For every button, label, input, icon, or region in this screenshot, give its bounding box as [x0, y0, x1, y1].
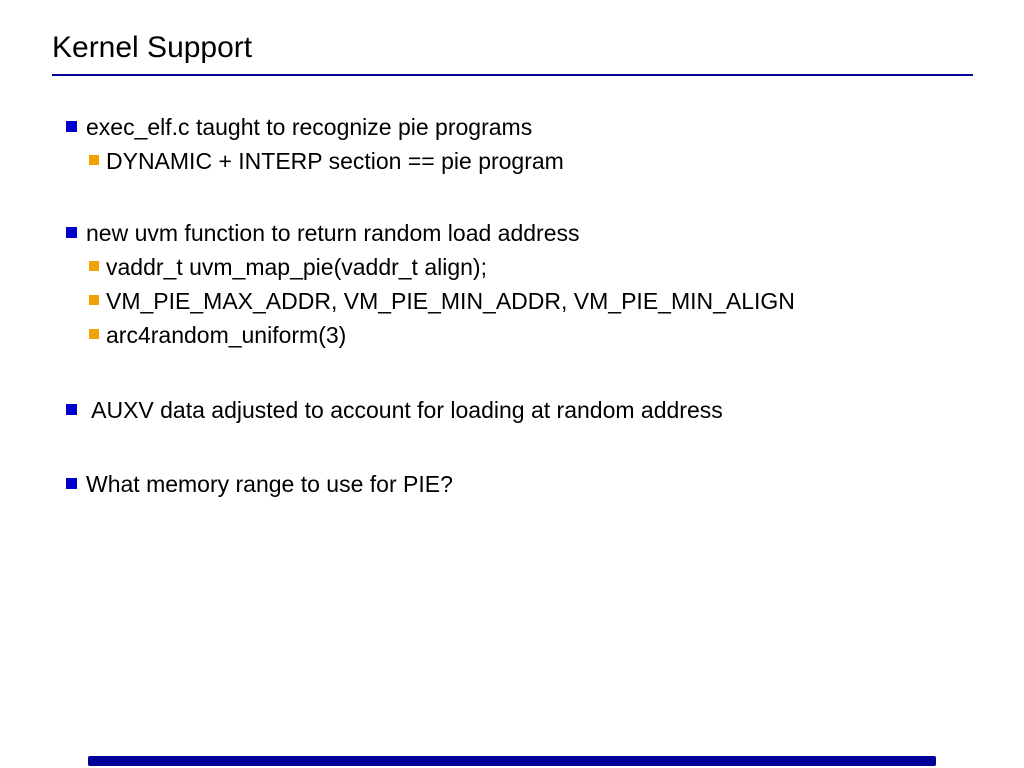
square-subbullet-icon [89, 261, 99, 271]
bullet-group: AUXV data adjusted to account for loadin… [0, 393, 1024, 427]
bullet-group: exec_elf.c taught to recognize pie progr… [0, 110, 1024, 178]
bullet-text: arc4random_uniform(3) [106, 322, 347, 348]
bullet-item: exec_elf.c taught to recognize pie progr… [0, 110, 1024, 144]
bullet-text: What memory range to use for PIE? [86, 471, 453, 497]
title-underline [52, 74, 973, 76]
bullet-text: exec_elf.c taught to recognize pie progr… [86, 114, 533, 140]
slide-title: Kernel Support [52, 31, 253, 64]
square-subbullet-icon [89, 329, 99, 339]
square-subbullet-icon [89, 295, 99, 305]
bullet-item: AUXV data adjusted to account for loadin… [0, 393, 1024, 427]
bullet-item: arc4random_uniform(3) [0, 318, 1024, 352]
bullet-item: vaddr_t uvm_map_pie(vaddr_t align); [0, 250, 1024, 284]
bullet-text: new uvm function to return random load a… [86, 220, 580, 246]
bullet-text: AUXV data adjusted to account for loadin… [86, 397, 723, 423]
square-subbullet-icon [89, 155, 99, 165]
footer-bar [88, 756, 936, 766]
bullet-group: new uvm function to return random load a… [0, 216, 1024, 352]
square-bullet-icon [66, 403, 77, 415]
square-bullet-icon [66, 226, 77, 238]
bullet-item: VM_PIE_MAX_ADDR, VM_PIE_MIN_ADDR, VM_PIE… [0, 284, 1024, 318]
bullet-text: DYNAMIC + INTERP section == pie program [106, 148, 564, 174]
bullet-item: DYNAMIC + INTERP section == pie program [0, 144, 1024, 178]
bullet-item: new uvm function to return random load a… [0, 216, 1024, 250]
bullet-group: What memory range to use for PIE? [0, 467, 1024, 501]
square-bullet-icon [66, 477, 77, 489]
bullet-text: vaddr_t uvm_map_pie(vaddr_t align); [106, 254, 487, 280]
bullet-item: What memory range to use for PIE? [0, 467, 1024, 501]
bullet-text: VM_PIE_MAX_ADDR, VM_PIE_MIN_ADDR, VM_PIE… [106, 288, 795, 314]
square-bullet-icon [66, 120, 77, 132]
